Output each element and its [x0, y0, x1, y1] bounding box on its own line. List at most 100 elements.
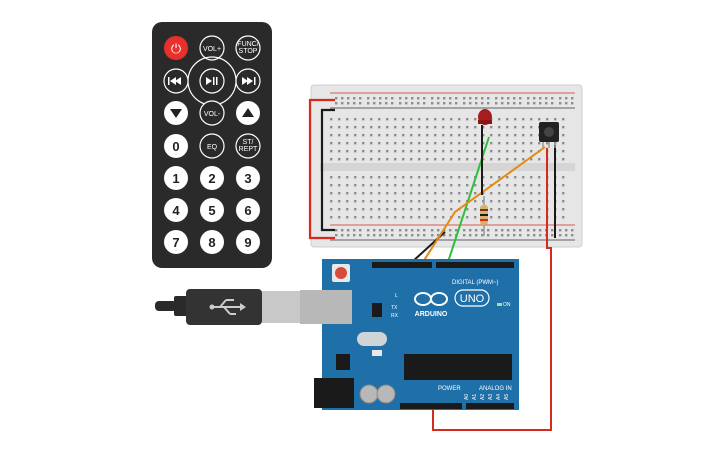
breadboard-hole [443, 102, 446, 105]
breadboard-hole [347, 234, 350, 237]
breadboard-hole [458, 216, 461, 219]
breadboard-hole [538, 158, 541, 161]
atmega-chip [404, 354, 512, 380]
digit-3-button[interactable] [236, 166, 260, 190]
breadboard-hole [490, 192, 493, 195]
digital-header-label: DIGITAL (PWM~) [452, 280, 499, 286]
tx-label: TX [391, 305, 398, 311]
digit-9-button[interactable] [236, 230, 260, 254]
digital-header-left [372, 262, 432, 268]
breadboard[interactable] [310, 84, 583, 248]
breadboard-hole [501, 102, 504, 105]
digit-4-button[interactable] [164, 198, 188, 222]
digit-6-button[interactable] [236, 198, 260, 222]
breadboard-hole [443, 234, 446, 237]
breadboard-hole [530, 126, 533, 129]
up-arrow-icon [242, 108, 254, 117]
power-header [400, 403, 462, 409]
ir-receiver-lens [544, 127, 554, 137]
breadboard-hole [449, 229, 452, 232]
wire-red-vcc [432, 148, 552, 431]
breadboard-hole [405, 97, 408, 100]
power-button[interactable] [164, 36, 188, 60]
breadboard-hole [402, 208, 405, 211]
breadboard-hole [562, 192, 565, 195]
breadboard-hole [562, 126, 565, 129]
digit-1-button[interactable] [164, 166, 188, 190]
breadboard-hole [354, 192, 357, 195]
breadboard-hole [545, 97, 548, 100]
breadboard-hole [533, 102, 536, 105]
breadboard-hole [391, 234, 394, 237]
breadboard-hole [475, 229, 478, 232]
breadboard-hole [418, 192, 421, 195]
breadboard-hole [386, 134, 389, 137]
breadboard-hole [562, 184, 565, 187]
breadboard-hole [431, 234, 434, 237]
breadboard-hole [562, 134, 565, 137]
uno-label: UNO [460, 293, 485, 305]
reset-button[interactable] [335, 267, 347, 279]
breadboard-hole [482, 158, 485, 161]
digit-8-button[interactable] [200, 230, 224, 254]
digit-0-button[interactable] [164, 134, 188, 158]
breadboard-hole [507, 234, 510, 237]
usb-cable[interactable] [155, 289, 302, 325]
vol-up-button[interactable] [199, 35, 225, 61]
eq-button[interactable] [199, 133, 225, 159]
breadboard-hole [434, 158, 437, 161]
arduino-uno[interactable]: DIGITAL (PWM~) L TX RX ARDUINO UNO ON PO… [300, 259, 519, 410]
breadboard-hole [482, 142, 485, 145]
usb-jack [300, 290, 352, 324]
digit-5-button[interactable] [200, 198, 224, 222]
breadboard-hole [475, 97, 478, 100]
breadboard-hole [530, 118, 533, 121]
resistor[interactable] [480, 196, 488, 236]
digit-7-button[interactable] [164, 230, 188, 254]
breadboard-hole [506, 150, 509, 153]
breadboard-hole [335, 102, 338, 105]
breadboard-hole [418, 134, 421, 137]
capacitor-2 [376, 384, 396, 404]
breadboard-hole [514, 200, 517, 203]
breadboard-hole [354, 126, 357, 129]
breadboard-hole [399, 97, 402, 100]
breadboard-hole [559, 229, 562, 232]
ir-receiver[interactable] [539, 122, 559, 148]
breadboard-hole [402, 192, 405, 195]
breadboard-hole [522, 216, 525, 219]
breadboard-hole [487, 102, 490, 105]
breadboard-hole [513, 229, 516, 232]
breadboard-hole [522, 192, 525, 195]
breadboard-hole [475, 234, 478, 237]
breadboard-hole [402, 118, 405, 121]
red-led[interactable] [478, 109, 492, 125]
breadboard-hole [362, 158, 365, 161]
breadboard-hole [370, 126, 373, 129]
breadboard-hole [386, 184, 389, 187]
func-stop-button[interactable] [235, 35, 261, 61]
breadboard-hole [399, 229, 402, 232]
breadboard-hole [506, 118, 509, 121]
breadboard-hole [538, 216, 541, 219]
breadboard-hole [394, 158, 397, 161]
breadboard-hole [405, 234, 408, 237]
ir-remote[interactable]: ⏻ VOL+ FUNC/ STOP VOL- [152, 22, 272, 268]
breadboard-hole [426, 216, 429, 219]
vol-down-button[interactable] [199, 100, 225, 126]
st-rept-button[interactable] [235, 133, 261, 159]
digit-2-button[interactable] [200, 166, 224, 190]
breadboard-hole [522, 118, 525, 121]
breadboard-hole [385, 102, 388, 105]
breadboard-hole [341, 102, 344, 105]
breadboard-hole [442, 208, 445, 211]
breadboard-hole [385, 229, 388, 232]
resistor-band-3 [480, 219, 488, 221]
breadboard-hole [378, 216, 381, 219]
breadboard-hole [481, 102, 484, 105]
breadboard-hole [330, 176, 333, 179]
breadboard-hole [449, 102, 452, 105]
breadboard-hole [554, 118, 557, 121]
breadboard-hole [354, 134, 357, 137]
